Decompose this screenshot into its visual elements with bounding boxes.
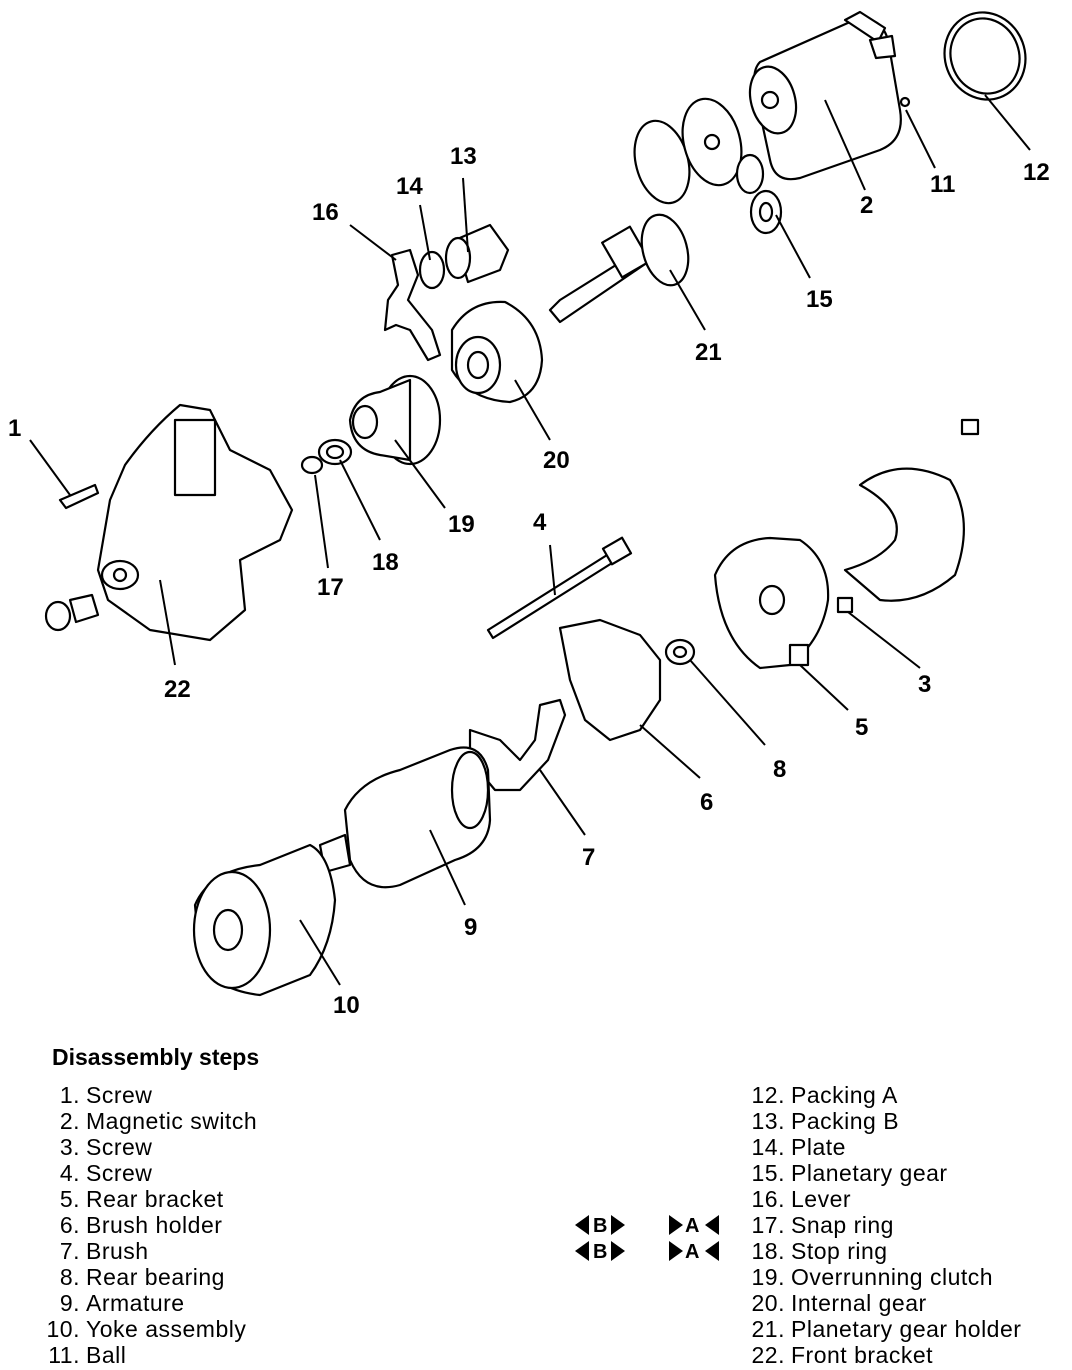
snap-ring-part [300,455,324,475]
small-nut-part [960,418,980,436]
callout-3: 3 [918,671,931,698]
front-bushing-part [44,593,100,632]
assembly-mark-b-icon: B [575,1241,625,1263]
assembly-mark-b-icon: B [575,1215,625,1237]
callout-16: 16 [312,199,339,226]
step-item: 16.Lever [751,1186,852,1212]
step-item: 20.Internal gear [751,1290,927,1316]
callout-6: 6 [700,789,713,816]
callout-7: 7 [582,844,595,871]
callout-22: 22 [164,676,191,703]
step-item: 10.Yoke assembly [46,1316,247,1342]
screw-3-part [836,596,854,614]
step-item: 4.Screw [59,1160,153,1186]
step-item: 6.Brush holder [59,1212,223,1238]
disassembly-mark-a-icon: A [669,1241,719,1263]
magnetic-switch-part [748,10,902,181]
service-mark-row-17: B A [575,1212,745,1238]
callout-18: 18 [372,549,399,576]
step-item: 15.Planetary gear [751,1160,948,1186]
step-item: 22.Front bracket [751,1342,933,1368]
yoke-assembly-part [192,843,337,997]
armature-part [318,746,492,889]
brush-holder-part [558,618,662,742]
step-item: 19.Overrunning clutch [751,1264,994,1290]
callout-11: 11 [930,171,955,198]
callout-21: 21 [695,339,722,366]
plate-part [418,250,446,290]
exploded-view-diagram: 1 2 3 4 5 6 7 8 9 10 11 12 13 14 15 16 1… [8,10,1050,1019]
rear-bracket-part [713,536,830,670]
callout-12: 12 [1023,159,1050,186]
planetary-gear-part [735,153,783,235]
screw-1-part [58,483,100,510]
step-item: 5.Rear bracket [59,1186,224,1212]
callout-1: 1 [8,415,21,442]
steps-list-right: 12.Packing A 13.Packing B 14.Plate 15.Pl… [735,1082,1021,1368]
callout-5: 5 [855,714,868,741]
svg-text:A: A [685,1241,699,1263]
switch-plates [633,97,743,205]
step-item: 3.Screw [59,1134,153,1160]
service-mark-row-18: B A [575,1238,745,1264]
leader-lines [29,94,1031,986]
callout-4: 4 [533,509,547,536]
step-item: 9.Armature [59,1290,185,1316]
step-item: 13.Packing B [751,1108,900,1134]
rear-bearing-part [664,638,696,666]
step-item: 1.Screw [59,1082,153,1108]
steps-list-left: 1.Screw 2.Magnetic switch 3.Screw 4.Scre… [30,1082,257,1368]
step-item: 18.Stop ring [751,1238,888,1264]
step-item: 21.Planetary gear holder [751,1316,1022,1342]
disassembly-steps-title: Disassembly steps [52,1044,260,1070]
step-item: 2.Magnetic switch [59,1108,258,1134]
planetary-gear-holder-part [548,213,690,324]
svg-text:A: A [685,1215,699,1237]
lever-part [383,248,442,362]
callout-13: 13 [450,143,477,170]
callout-8: 8 [773,756,786,783]
callout-10: 10 [333,992,360,1019]
front-bracket-part [96,403,294,642]
step-item: 7.Brush [59,1238,149,1264]
service-marks: B A B A [575,1212,745,1264]
internal-gear-part [450,300,544,404]
disassembly-mark-a-icon: A [669,1215,719,1237]
callout-19: 19 [448,511,475,538]
callout-15: 15 [806,286,833,313]
svg-text:B: B [593,1215,607,1237]
step-item: 8.Rear bearing [59,1264,225,1290]
step-item: 11.Ball [48,1342,127,1368]
packing-a-part [943,11,1027,101]
svg-text:B: B [593,1241,607,1263]
callout-20: 20 [543,447,570,474]
brush-part [468,698,567,792]
rear-cover-part [843,467,965,602]
callout-17: 17 [317,574,344,601]
callout-14: 14 [396,173,423,200]
step-item: 17.Snap ring [751,1212,894,1238]
stop-ring-part [317,438,353,466]
callout-9: 9 [464,914,477,941]
ball-part [899,96,911,108]
step-item: 14.Plate [751,1134,846,1160]
packing-b-part [444,223,510,284]
callout-2: 2 [860,192,873,219]
overrunning-clutch-part [348,374,442,466]
step-item: 12.Packing A [751,1082,898,1108]
